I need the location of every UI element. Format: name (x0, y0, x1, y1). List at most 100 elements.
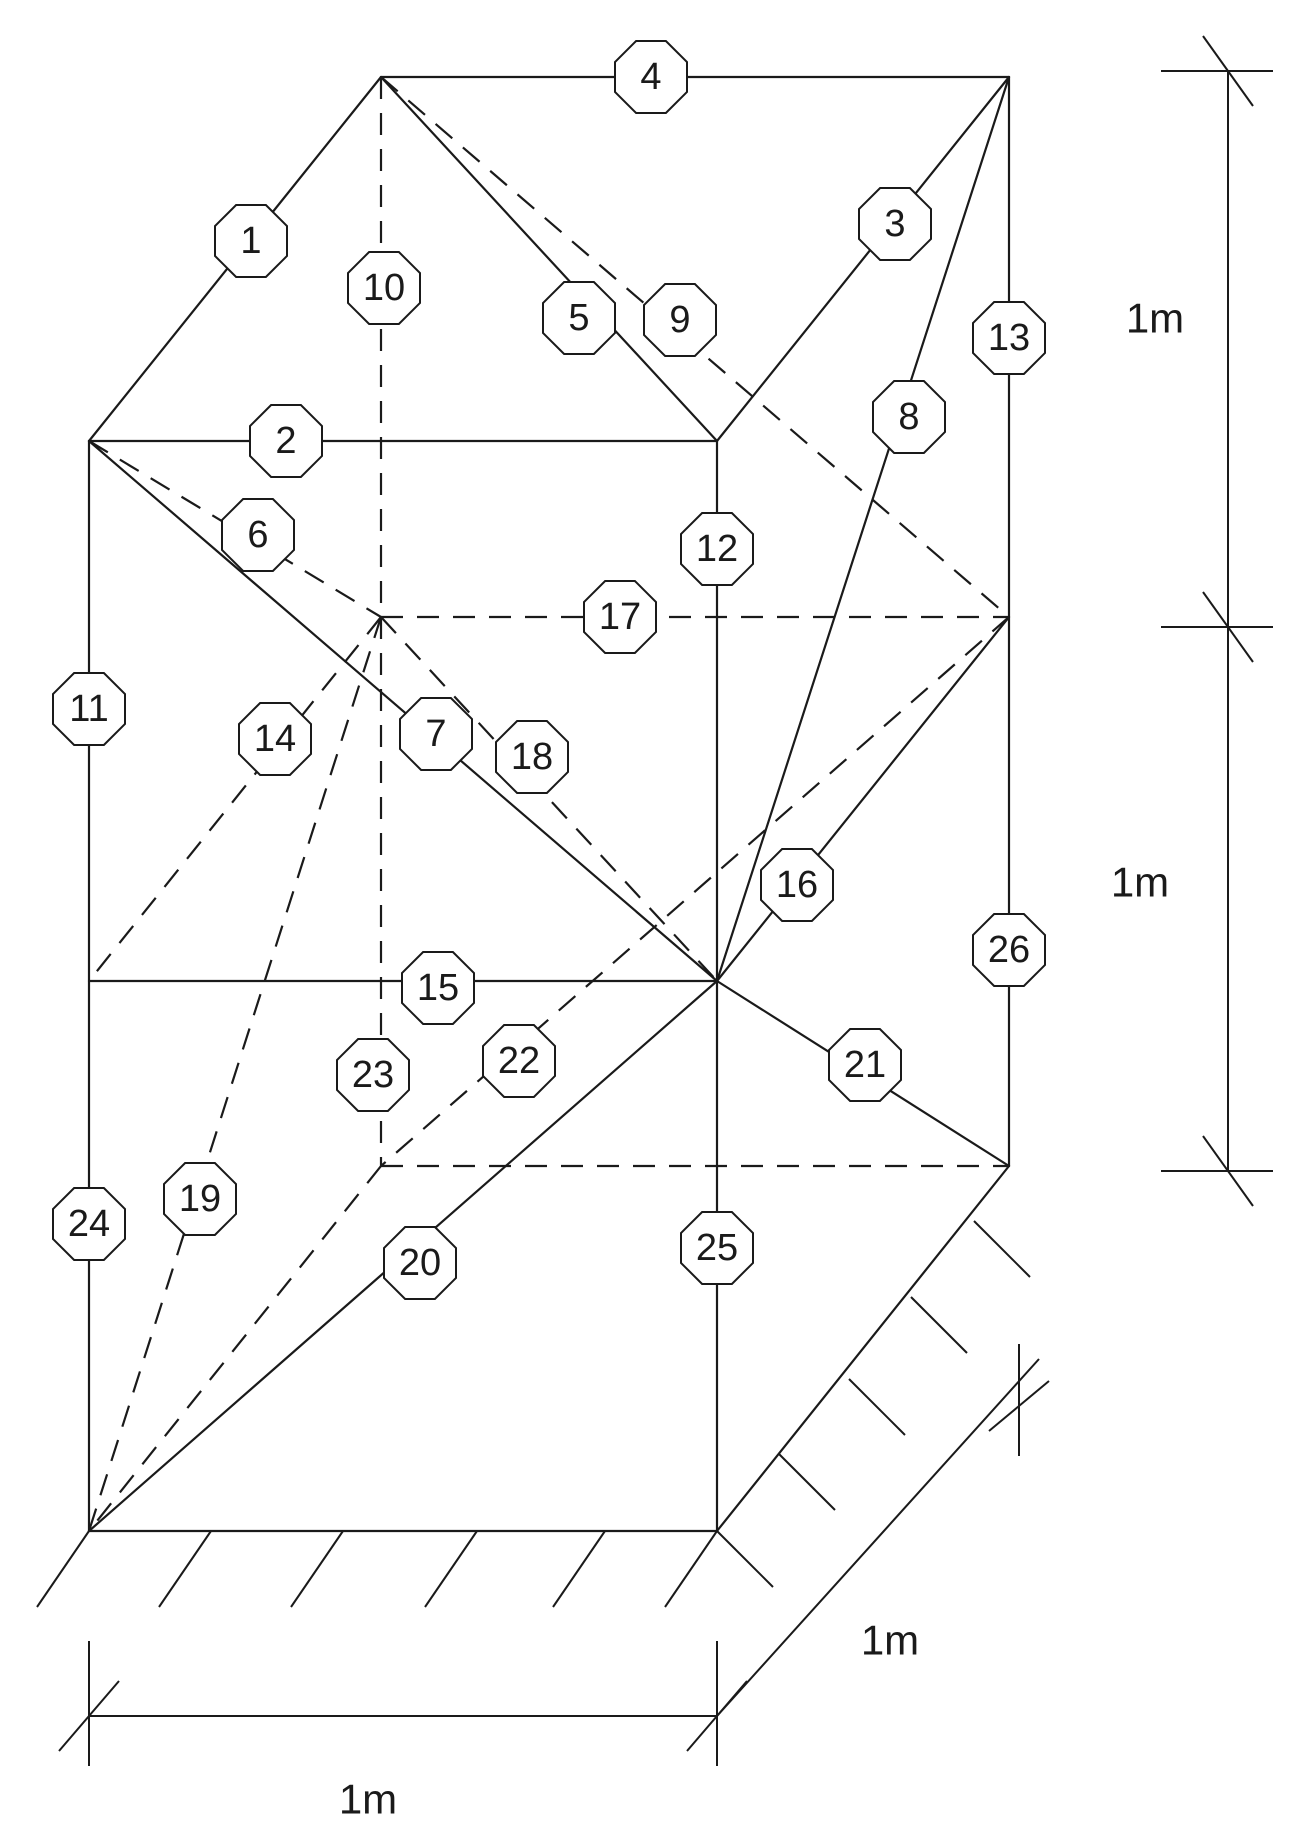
member-tag: 1 (214, 204, 288, 278)
side-hatch-5 (973, 1220, 1031, 1278)
member-tag-octagon (972, 301, 1046, 375)
member-tag: 6 (221, 498, 295, 572)
member-16-line (715, 615, 1011, 983)
dimension-labels: 1m 1m 1m 1m (339, 295, 1184, 1823)
member-tag-octagon (872, 380, 946, 454)
member-tag: 11 (52, 672, 126, 746)
member-tag: 17 (583, 580, 657, 654)
member-tag-octagon (163, 1162, 237, 1236)
member-tag-label: 24 (68, 1203, 110, 1245)
member-tag-octagon (52, 672, 126, 746)
member-3-line (715, 75, 1011, 443)
dim-tick-bottom (1202, 1135, 1254, 1207)
member-5-line (379, 75, 719, 443)
member-tag-octagon (680, 1211, 754, 1285)
member-tag-octagon (614, 40, 688, 114)
member-tag-label: 2 (275, 420, 296, 462)
member-tag-octagon (399, 697, 473, 771)
member-tag-octagon (347, 251, 421, 325)
member-19-line (87, 616, 383, 1532)
member-tag: 15 (401, 951, 475, 1025)
member-tag-label: 15 (417, 967, 459, 1009)
member-tag: 4 (614, 40, 688, 114)
side-hatch-1 (716, 1530, 774, 1588)
dim-label-width: 1m (339, 1776, 397, 1823)
member-tag: 5 (542, 281, 616, 355)
member-tag-octagon (482, 1024, 556, 1098)
member-tag-octagon (52, 1187, 126, 1261)
member-tag-label: 7 (425, 713, 446, 755)
dim-tick-depth (988, 1380, 1050, 1432)
member-tag-label: 25 (696, 1227, 738, 1269)
member-tag: 21 (828, 1028, 902, 1102)
member-tag-octagon (336, 1038, 410, 1112)
member-tag-label: 21 (844, 1044, 886, 1086)
member-tag-label: 3 (884, 203, 905, 245)
dim-tick-top (1202, 35, 1254, 107)
member-tag-octagon (238, 702, 312, 776)
member-22-line (380, 616, 1010, 1167)
dim-tick-mid (1202, 591, 1254, 663)
front-hatch-6 (664, 1530, 718, 1608)
member-tag-label: 17 (599, 596, 641, 638)
member-tag: 7 (399, 697, 473, 771)
solid-members (87, 75, 1011, 1533)
member-tag-label: 6 (247, 514, 268, 556)
member-tag-label: 9 (669, 299, 690, 341)
member-tag-label: 16 (776, 864, 818, 906)
member-tag: 2 (249, 404, 323, 478)
member-tag-octagon (221, 498, 295, 572)
member-tag-label: 5 (568, 297, 589, 339)
ground-support-hatching (36, 1220, 1031, 1608)
member-tag: 20 (383, 1226, 457, 1300)
member-tag: 9 (643, 283, 717, 357)
member-tag: 10 (347, 251, 421, 325)
member-8-line (715, 75, 1011, 983)
member-14-line (88, 616, 382, 982)
member-tag-label: 4 (640, 56, 661, 98)
side-hatch-4 (910, 1296, 968, 1354)
front-hatch-4 (424, 1530, 478, 1608)
member-tag-label: 14 (254, 718, 296, 760)
member-tag-octagon (401, 951, 475, 1025)
member-tag: 24 (52, 1187, 126, 1261)
member-tag-label: 23 (352, 1054, 394, 1096)
dim-tick-left (58, 1680, 120, 1752)
dim-label-top-height: 1m (1126, 295, 1184, 342)
member-tag: 23 (336, 1038, 410, 1112)
front-hatch-3 (290, 1530, 344, 1608)
member-tag-label: 19 (179, 1178, 221, 1220)
member-tag-label: 1 (240, 220, 261, 262)
side-hatch-2 (778, 1453, 836, 1511)
member-tag: 13 (972, 301, 1046, 375)
member-tag-octagon (495, 720, 569, 794)
member-tags: 1234567891011121314151617181920212223242… (52, 40, 1046, 1300)
member-tag: 18 (495, 720, 569, 794)
member-tag-octagon (249, 404, 323, 478)
member-tag-octagon (972, 913, 1046, 987)
member-7-line (87, 439, 719, 983)
member-tag: 26 (972, 913, 1046, 987)
front-hatch-2 (158, 1530, 212, 1608)
side-hatch-3 (848, 1378, 906, 1436)
member-tag-label: 26 (988, 929, 1030, 971)
member-tag: 14 (238, 702, 312, 776)
member-tag-label: 8 (898, 396, 919, 438)
member-tag-octagon (383, 1226, 457, 1300)
member-tag-label: 13 (988, 317, 1030, 359)
member-tag-label: 18 (511, 736, 553, 778)
hidden-members (87, 76, 1010, 1532)
dim-diagonal-line (716, 1358, 1040, 1717)
member-tag-octagon (643, 283, 717, 357)
member-tag: 16 (760, 848, 834, 922)
member-tag: 22 (482, 1024, 556, 1098)
member-tag-octagon (542, 281, 616, 355)
member-tag-octagon (858, 187, 932, 261)
member-tag: 12 (680, 512, 754, 586)
front-hatch-1 (36, 1530, 90, 1608)
front-hatch-5 (552, 1530, 606, 1608)
member-tag: 19 (163, 1162, 237, 1236)
member-18-line (380, 616, 718, 982)
base-left-edge (88, 1165, 382, 1532)
